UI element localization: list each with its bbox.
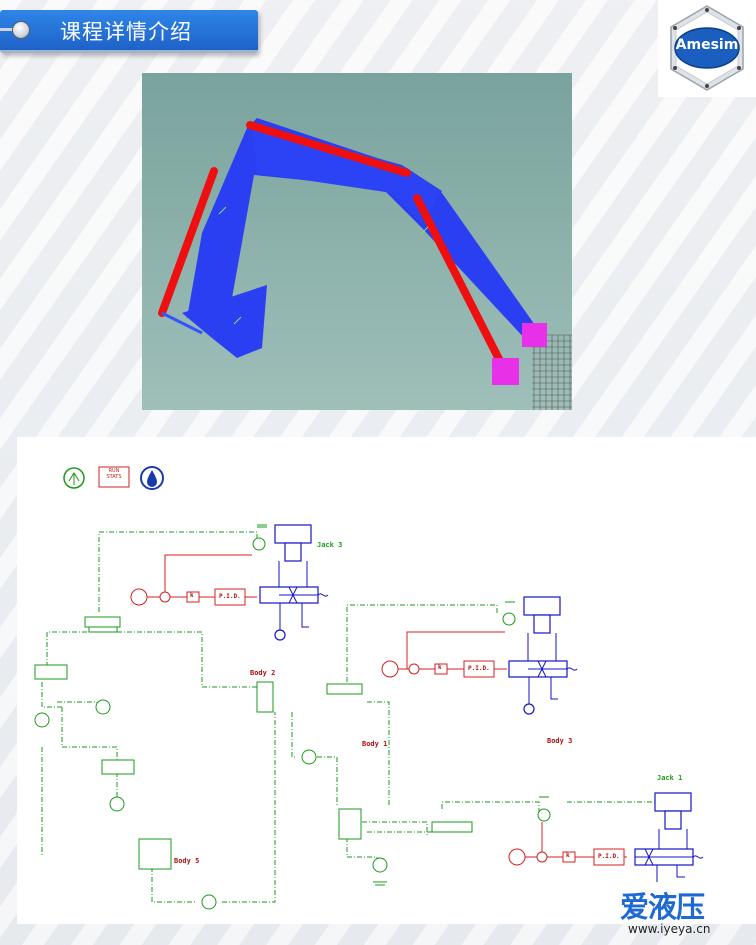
cylinder-left — [158, 167, 218, 317]
run-stats-label: RUN STATS — [106, 468, 122, 480]
label-jack-1: Jack 1 — [657, 774, 683, 782]
actuator-mid — [326, 683, 363, 695]
body-1-block — [338, 808, 362, 840]
pid-label-2: P.I.D. — [468, 665, 490, 672]
pid-label-1: P.I.D. — [219, 593, 241, 600]
body-2-block — [256, 681, 274, 713]
label-body-2: Body 2 — [250, 669, 276, 677]
linkage-left — [161, 311, 203, 335]
signal-source-1 — [130, 588, 148, 606]
signal-comparator-2 — [408, 663, 420, 675]
pid-block-1 — [214, 588, 246, 606]
cylinder-boom-top — [246, 121, 411, 177]
green-components — [34, 537, 551, 910]
sensor-x-top — [252, 537, 266, 551]
cylinder-right — [413, 194, 506, 369]
hydraulic-schematic — [34, 466, 704, 910]
jack-2-rod — [533, 614, 551, 634]
signal-source-3 — [508, 848, 526, 866]
gain-label-3: k — [566, 852, 570, 859]
sensor-x-mid — [502, 612, 516, 626]
tank-jack-3 — [274, 629, 286, 641]
sensor-x-bottom — [537, 808, 551, 822]
hydraulic-lines — [278, 561, 704, 882]
boom-arm-upper — [252, 123, 442, 223]
excavator-arm-render — [158, 118, 572, 410]
settings-icon — [63, 467, 85, 489]
logo-text: Amesim — [675, 37, 739, 53]
magenta-block-2 — [492, 358, 519, 385]
pid-block-3 — [593, 848, 625, 866]
mechanical-links — [41, 531, 657, 903]
signal-comparator-1 — [159, 591, 171, 603]
label-body-1: Body 1 — [362, 740, 388, 748]
rotary-sensor-2 — [109, 796, 125, 812]
title-knob-icon — [12, 21, 30, 39]
gain-block-1 — [186, 591, 200, 603]
gain-label-2: k — [438, 664, 442, 671]
excavator-simulation-view — [142, 73, 572, 410]
rotary-sensor-1 — [34, 712, 50, 728]
signal-blocks — [130, 588, 625, 866]
magenta-block-1 — [522, 323, 547, 347]
logo-hexagon-icon — [670, 5, 744, 91]
run-stats-button — [98, 466, 130, 488]
signal-comparator-3 — [536, 851, 548, 863]
watermark: 爱液压 www.iyeya.cn — [620, 884, 754, 942]
tank-jack-2 — [523, 703, 535, 715]
hydraulic-fluid-icon — [140, 466, 164, 490]
title-bar: 课程详情介绍 — [0, 10, 258, 53]
body-connector-left — [34, 664, 68, 680]
spring-node-3 — [201, 894, 217, 910]
amesim-hydraulic-diagram: RUN STATS Body 2 Body 1 Body 3 Body 5 Ja… — [17, 437, 756, 924]
jack-3-cylinder — [274, 524, 312, 544]
label-jack-3: Jack 3 — [317, 541, 343, 549]
jack-1-rod — [664, 810, 682, 830]
gain-block-3 — [562, 851, 576, 863]
amesim-logo: Amesim — [658, 0, 756, 97]
signal-source-2 — [381, 660, 399, 678]
actuator-top — [84, 616, 121, 628]
gain-block-2 — [434, 663, 448, 675]
rotary-sensor-3 — [372, 857, 388, 873]
actuator-bottom — [431, 821, 473, 833]
body-connector-mid — [101, 759, 135, 775]
pid-block-2 — [463, 660, 495, 678]
label-body-3: Body 3 — [547, 737, 573, 745]
spring-node-1 — [95, 699, 111, 715]
title-connector-line — [0, 28, 14, 31]
bucket — [182, 285, 267, 358]
page-title: 课程详情介绍 — [60, 20, 192, 44]
ground-symbols — [257, 524, 549, 886]
watermark-url: www.iyeya.cn — [628, 922, 711, 936]
jack-2-cylinder — [523, 596, 561, 616]
label-body-5: Body 5 — [174, 857, 200, 865]
gain-label-1: k — [190, 592, 194, 599]
jack-1-cylinder — [654, 792, 692, 812]
body-5-block — [138, 838, 172, 870]
jack-3-rod — [284, 542, 302, 562]
watermark-main-text: 爱液压 — [620, 890, 705, 924]
ground-mesh — [532, 334, 572, 410]
spring-node-2 — [301, 749, 317, 765]
hydraulic-components — [259, 524, 694, 866]
pid-label-3: P.I.D. — [598, 853, 620, 860]
